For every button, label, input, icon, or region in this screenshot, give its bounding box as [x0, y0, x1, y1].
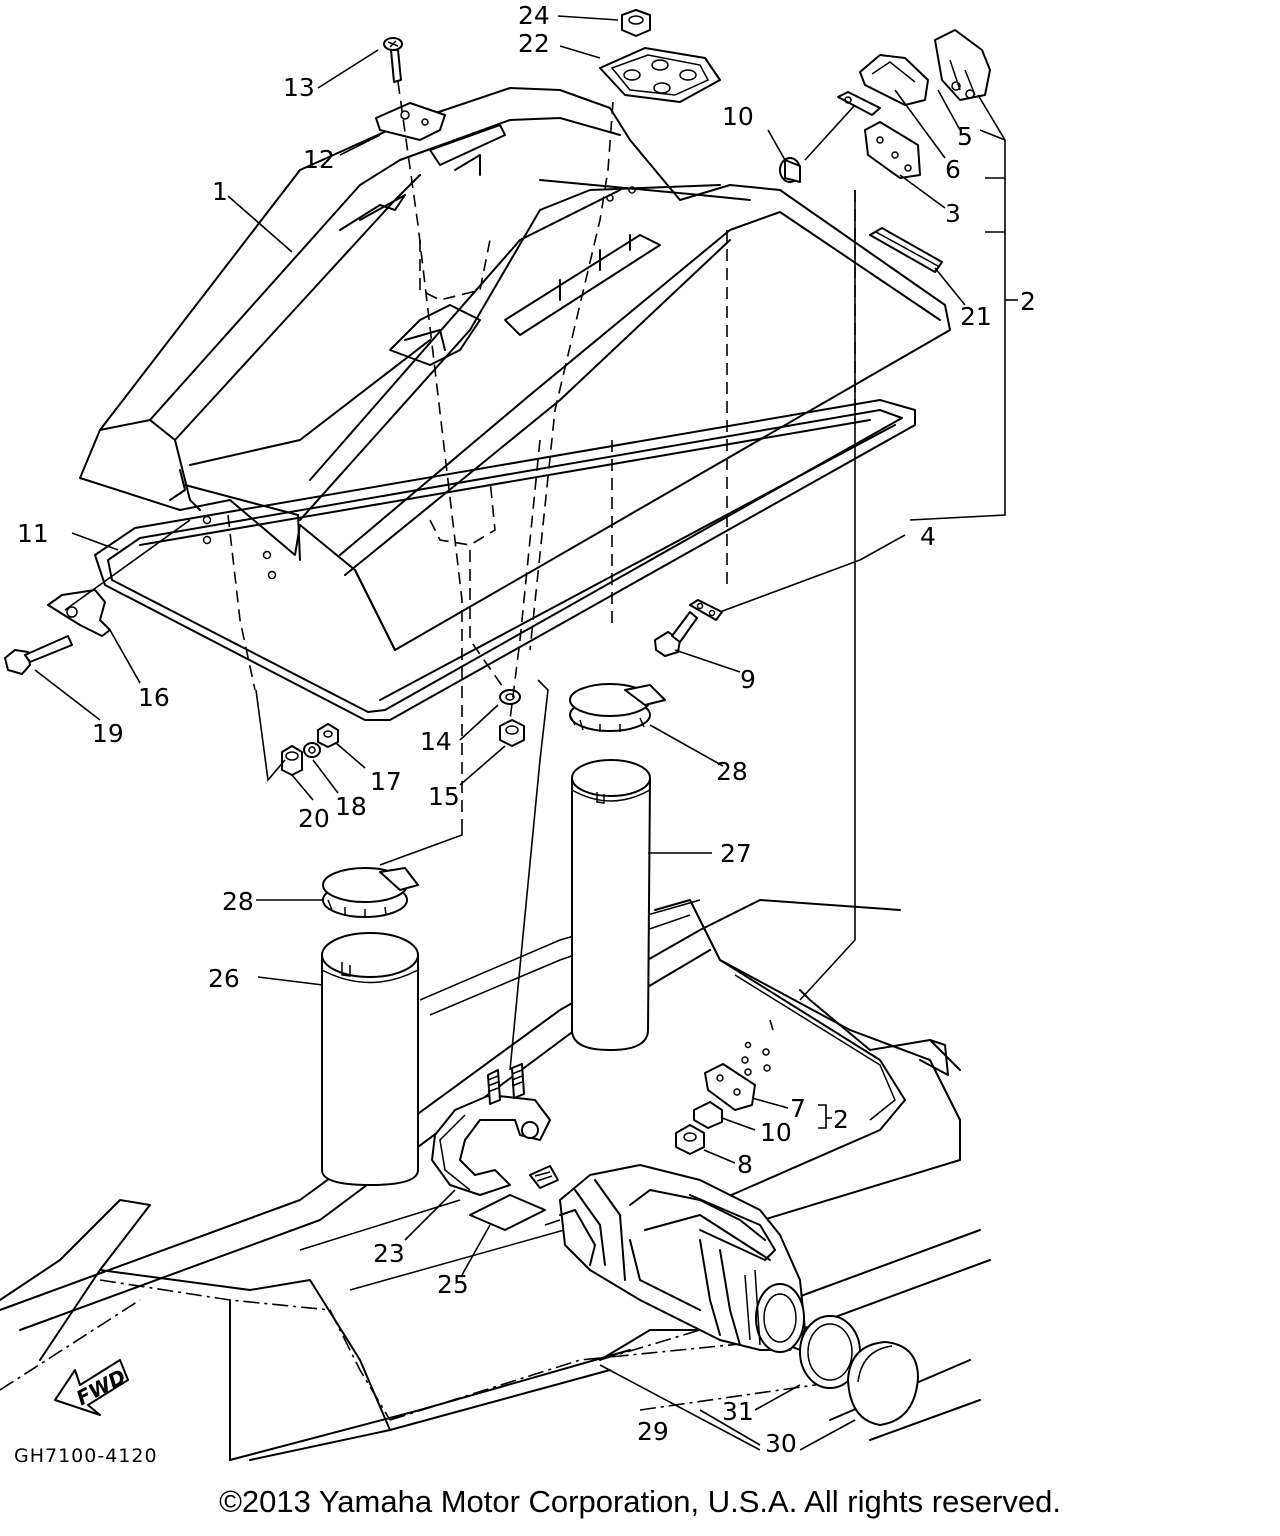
callout-11: 11: [17, 519, 49, 548]
callout-labels: 1 2 2 3 4 5 6 7 8 9 10 10 11 12 13 14 15…: [17, 1, 1036, 1458]
callout-15: 15: [428, 782, 460, 811]
spacer-10-lower: [693, 1101, 723, 1129]
callout-24: 24: [518, 1, 550, 30]
hatch-seal: [94, 399, 916, 721]
callout-16: 16: [138, 683, 170, 712]
nut-24: [621, 9, 651, 37]
hose-clamp-28-left: [322, 867, 419, 918]
spacer-10-top: [779, 157, 801, 183]
callout-14: 14: [420, 727, 452, 756]
callout-2-upper: 2: [1020, 287, 1036, 316]
callout-23: 23: [373, 1239, 405, 1268]
callout-28-left: 28: [222, 887, 254, 916]
plate-7: [704, 1063, 756, 1111]
callout-26: 26: [208, 964, 240, 993]
callout-22: 22: [518, 29, 550, 58]
bracket-23: [431, 1063, 551, 1196]
cap-30: [847, 1341, 919, 1426]
callout-18: 18: [335, 792, 367, 821]
callout-9: 9: [740, 665, 756, 694]
callout-3: 3: [945, 199, 961, 228]
latch-5: [859, 29, 991, 106]
nut-8: [675, 1124, 705, 1155]
callout-13: 13: [283, 73, 315, 102]
callout-25: 25: [437, 1270, 469, 1299]
hatch-cover: [79, 87, 951, 651]
callout-27: 27: [720, 839, 752, 868]
plate-22: [599, 47, 721, 103]
strip-21: [869, 227, 943, 273]
plate-6: [837, 91, 881, 116]
clip-25: [469, 1165, 559, 1231]
callout-30: 30: [765, 1429, 797, 1458]
callout-leaders: [34, 15, 1018, 1451]
washer-14: [499, 689, 521, 705]
intake-29: [559, 1164, 806, 1353]
assembly-lines: [64, 81, 856, 1226]
callout-20: 20: [298, 804, 330, 833]
callout-2-lower: 2: [833, 1105, 849, 1134]
callout-10-upper: 10: [722, 102, 754, 131]
callout-10-lower: 10: [760, 1118, 792, 1147]
screw-13: [383, 37, 403, 83]
callout-21: 21: [960, 302, 992, 331]
fwd-arrow: FWD: [54, 1359, 130, 1416]
bolt-9: [654, 611, 698, 657]
callout-29: 29: [637, 1417, 669, 1446]
nut-17: [317, 723, 339, 748]
air-duct-26: [321, 932, 419, 1186]
callout-5: 5: [957, 122, 973, 151]
hinge-16: [47, 589, 111, 637]
callout-19: 19: [92, 719, 124, 748]
spacer-20: [281, 745, 303, 776]
nut-15: [499, 719, 525, 747]
diagram-code: GH7100-4120: [14, 1445, 158, 1467]
callout-6: 6: [945, 155, 961, 184]
bolt-19: [4, 635, 73, 675]
callout-1: 1: [212, 177, 228, 206]
air-duct-27: [571, 759, 651, 1051]
callout-4: 4: [920, 522, 936, 551]
callout-7: 7: [790, 1094, 806, 1123]
callout-17: 17: [370, 767, 402, 796]
callout-28-right: 28: [716, 757, 748, 786]
hose-clamp-28-right: [569, 683, 666, 732]
callout-31: 31: [722, 1397, 754, 1426]
callout-12: 12: [303, 145, 335, 174]
copyright-notice: ©2013 Yamaha Motor Corporation, U.S.A. A…: [219, 1484, 1061, 1519]
o-ring-31: [799, 1315, 861, 1389]
callout-8: 8: [737, 1150, 753, 1179]
plate-12: [375, 102, 446, 141]
plate-3: [864, 121, 921, 179]
washer-18: [303, 742, 321, 758]
